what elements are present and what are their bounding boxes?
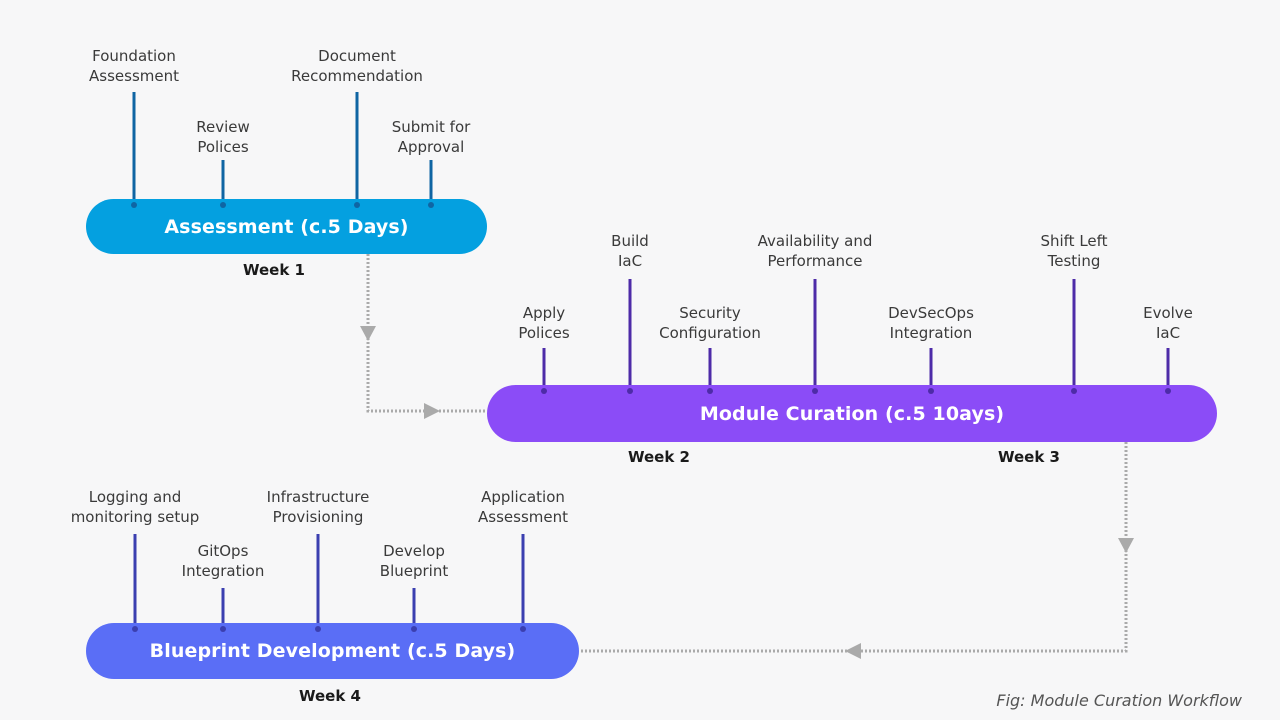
arrow-down-icon [1118, 538, 1134, 553]
milestone-label: Evolve IaC [1143, 304, 1193, 342]
arrow-left-icon [845, 643, 861, 659]
milestone-dot [220, 202, 226, 208]
milestone-dot [354, 202, 360, 208]
milestone-label: Build IaC [611, 232, 649, 270]
milestone-dot [928, 388, 934, 394]
connector-curation-to-blueprint [579, 442, 1128, 653]
milestone-label: Shift Left Testing [1040, 232, 1108, 270]
milestone-label: Foundation Assessment [89, 47, 179, 85]
milestone-dot [132, 626, 138, 632]
milestone-label: Apply Polices [518, 304, 570, 342]
milestone-dot [541, 388, 547, 394]
milestone-dot [220, 626, 226, 632]
milestone-label: Review Polices [196, 118, 250, 156]
arrow-right-icon [424, 403, 440, 419]
connector-assessment-to-curation [366, 254, 487, 413]
figure-caption: Fig: Module Curation Workflow [996, 691, 1242, 710]
milestone-label: Infrastructure Provisioning [266, 488, 370, 526]
phase-assessment: Assessment (c.5 Days) [86, 199, 487, 254]
phase-curation: Module Curation (c.5 10ays) [487, 385, 1217, 442]
milestone-dot [411, 626, 417, 632]
milestone-label: Document Recommendation [291, 47, 423, 85]
milestone-dot [428, 202, 434, 208]
milestone-dot [315, 626, 321, 632]
milestone-label: Submit for Approval [391, 118, 471, 156]
milestone-label: Logging and monitoring setup [70, 488, 200, 526]
arrow-down-icon [360, 326, 376, 341]
milestone-dot [1165, 388, 1171, 394]
week-label: Week 3 [998, 448, 1060, 466]
milestone-label: Availability and Performance [757, 232, 873, 270]
milestone-dot [520, 626, 526, 632]
milestone-label: Security Configuration [659, 304, 761, 342]
milestone-label: Develop Blueprint [379, 542, 449, 580]
milestone-label: GitOps Integration [181, 542, 265, 580]
week-label: Week 1 [243, 261, 305, 279]
milestone-dot [707, 388, 713, 394]
milestone-label: DevSecOps Integration [888, 304, 974, 342]
milestone-dot [131, 202, 137, 208]
week-label: Week 4 [299, 687, 361, 705]
milestone-label: Application Assessment [478, 488, 568, 526]
milestone-dot [627, 388, 633, 394]
milestone-dot [812, 388, 818, 394]
phase-blueprint: Blueprint Development (c.5 Days) [86, 623, 579, 679]
milestone-dot [1071, 388, 1077, 394]
week-label: Week 2 [628, 448, 690, 466]
